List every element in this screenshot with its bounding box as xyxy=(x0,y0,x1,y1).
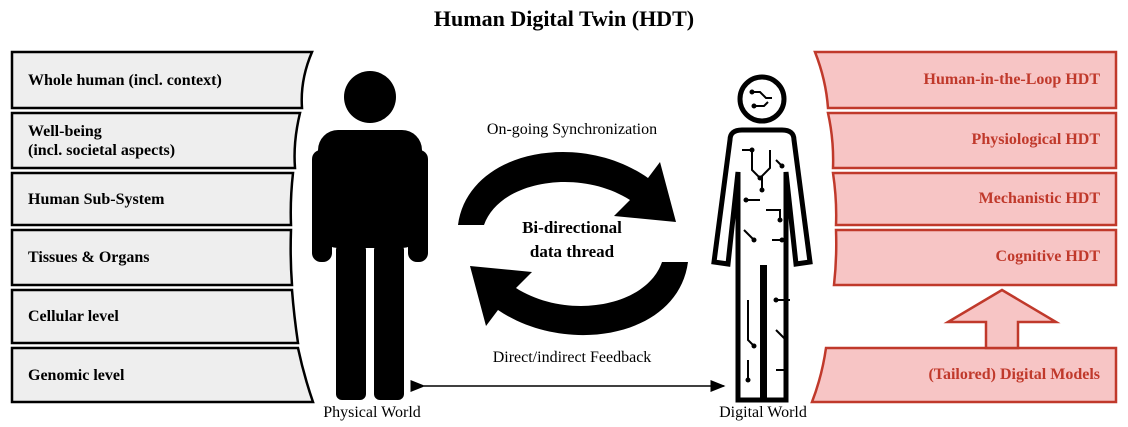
hdt-box-cognitive xyxy=(832,228,1118,287)
sync-arrow-top xyxy=(458,151,676,225)
hdt-box-human-in-loop xyxy=(813,50,1118,110)
right-hdt-boxes xyxy=(810,50,1118,404)
digital-world-label: Digital World xyxy=(719,404,807,421)
digital-human-figure xyxy=(711,74,813,403)
level-label-well-being-line1: Well-being xyxy=(28,123,102,140)
diagram-title: Human Digital Twin (HDT) xyxy=(433,6,695,31)
hdt-box-mechanistic xyxy=(831,171,1118,227)
bidirectional-line1: Bi-directional xyxy=(522,218,622,237)
hdt-label-physiological: Physiological HDT xyxy=(971,131,1100,148)
bidirectional-line2: data thread xyxy=(529,242,615,261)
level-box-cellular xyxy=(10,288,300,345)
hdt-box-digital-models xyxy=(810,346,1118,404)
level-label-whole-human: Whole human (incl. context) xyxy=(28,72,222,89)
hdt-label-digital-models: (Tailored) Digital Models xyxy=(928,366,1100,383)
feedback-arrow-bottom xyxy=(470,262,688,336)
hdt-label-cognitive: Cognitive HDT xyxy=(995,248,1100,265)
level-box-well-being xyxy=(10,111,302,170)
level-label-tissues: Tissues & Organs xyxy=(28,249,150,266)
bidirectional-label: Bi-directional data thread xyxy=(492,216,652,264)
level-label-genomic: Genomic level xyxy=(28,367,125,384)
physical-human-figure xyxy=(312,71,428,400)
hdt-label-human-in-loop: Human-in-the-Loop HDT xyxy=(923,71,1100,88)
sync-arrows xyxy=(458,151,688,336)
level-box-sub-system xyxy=(10,171,295,227)
level-label-cellular: Cellular level xyxy=(28,308,119,325)
physical-world-label: Physical World xyxy=(323,404,421,421)
up-arrow xyxy=(943,288,1061,350)
hdt-label-mechanistic: Mechanistic HDT xyxy=(978,190,1100,207)
level-label-well-being: Well-being (incl. societal aspects) xyxy=(28,122,298,160)
feedback-label: Direct/indirect Feedback xyxy=(492,349,652,366)
level-box-whole-human xyxy=(10,50,314,110)
level-box-tissues xyxy=(10,228,294,287)
level-box-genomic xyxy=(10,346,315,404)
hdt-box-physiological xyxy=(826,111,1118,170)
level-label-well-being-line2: (incl. societal aspects) xyxy=(28,142,176,159)
sync-label: On-going Synchronization xyxy=(486,121,658,138)
level-label-sub-system: Human Sub-System xyxy=(28,191,165,208)
left-level-boxes xyxy=(10,50,315,404)
